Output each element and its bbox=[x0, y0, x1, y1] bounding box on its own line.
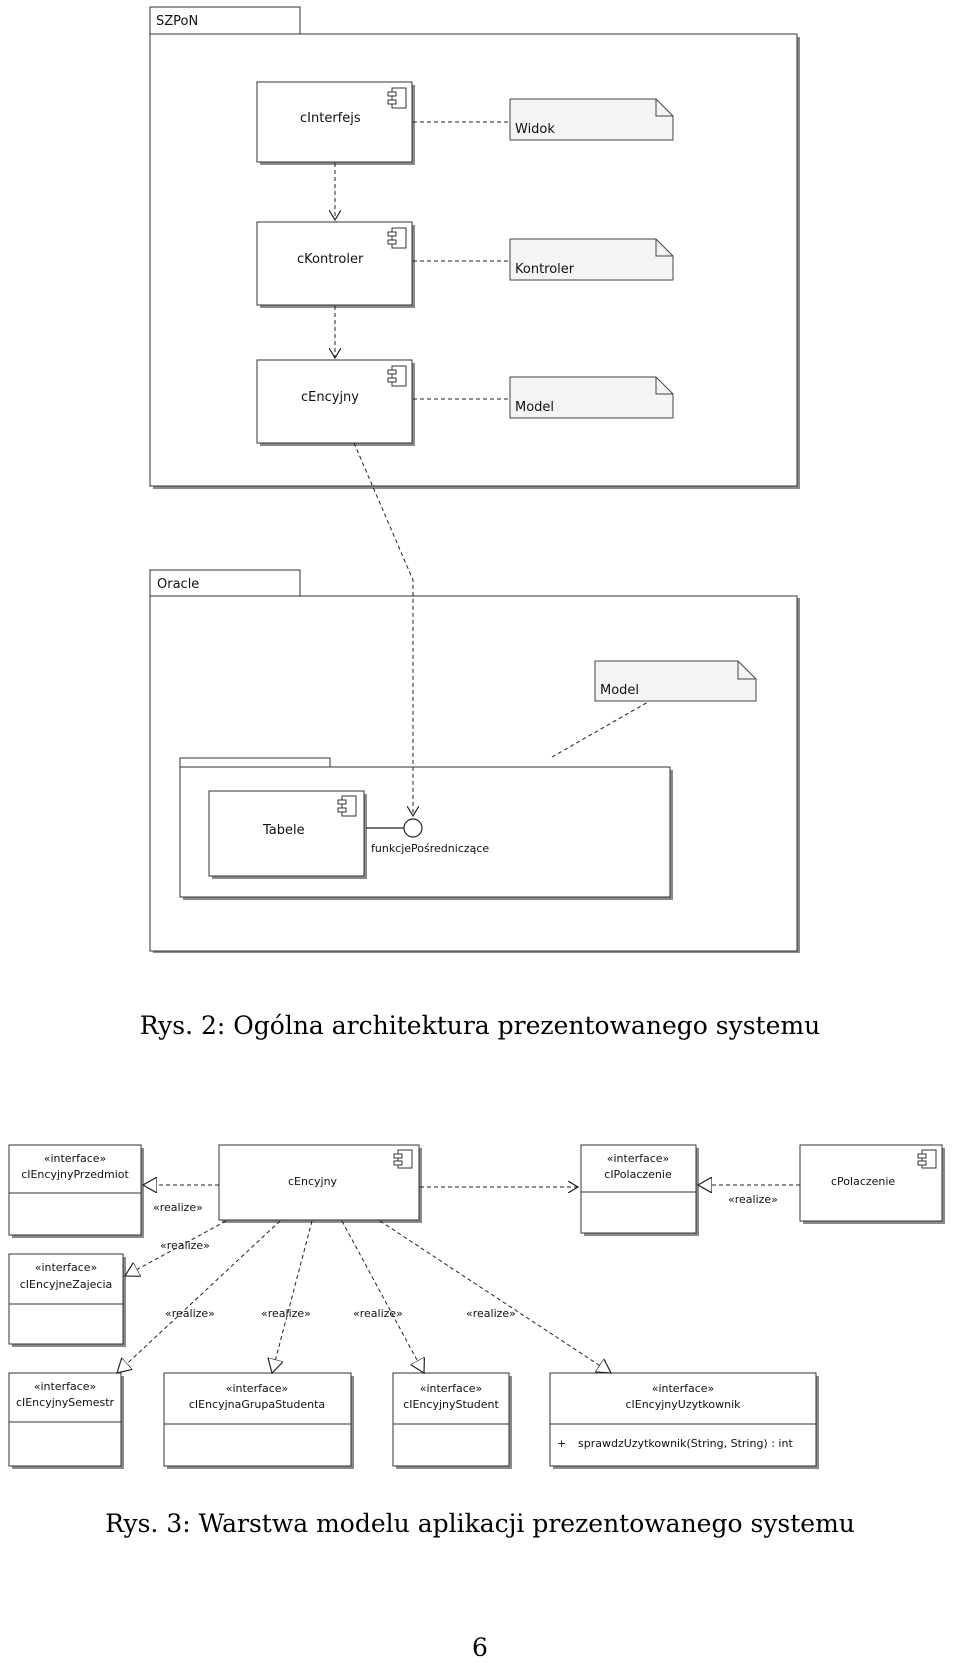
component-icon bbox=[387, 365, 407, 387]
realize-uzytkownik bbox=[379, 1220, 611, 1373]
operation-sprawdzuzytkownik: sprawdzUzytkownik(String, String) : int bbox=[578, 1437, 793, 1450]
note-widok: Widok bbox=[509, 98, 674, 141]
figure-2-class-diagram: cEncyjny cPolaczenie «interface» cIEncyj… bbox=[8, 1144, 945, 1469]
package-oracle-tab bbox=[149, 569, 301, 597]
interface-ciencyjnagrupastudenta: «interface» cIEncyjnaGrupaStudenta bbox=[163, 1372, 354, 1469]
class-cpolaczenie-label: cPolaczenie bbox=[831, 1175, 895, 1188]
figure-1-caption: Rys. 2: Ogólna architektura prezentowane… bbox=[139, 1011, 821, 1040]
realize-label-grupa: «realize» bbox=[261, 1307, 311, 1320]
component-cencyjny: cEncyjny bbox=[256, 359, 415, 446]
interface-ciencyjnyprzedmiot: «interface» cIEncyjnyPrzedmiot bbox=[8, 1144, 144, 1238]
package-oracle-label: Oracle bbox=[157, 577, 199, 592]
realize-student bbox=[341, 1220, 424, 1373]
stereotype-label: «interface» bbox=[35, 1261, 98, 1274]
component-icon bbox=[387, 227, 407, 249]
realize-label-student: «realize» bbox=[353, 1307, 403, 1320]
package-szpon: SZPoN bbox=[149, 6, 800, 489]
realize-label-semestr: «realize» bbox=[165, 1307, 215, 1320]
figure-1-component-diagram: SZPoN cInterfejs cKontroler bbox=[149, 6, 800, 953]
note-kontroler-text: Kontroler bbox=[515, 262, 575, 277]
realize-label-uzytkownik: «realize» bbox=[466, 1307, 516, 1320]
realize-label-zajecia: «realize» bbox=[160, 1239, 210, 1252]
stereotype-label: «interface» bbox=[226, 1382, 289, 1395]
realize-label-polaczenie: «realize» bbox=[728, 1193, 778, 1206]
component-ckontroler: cKontroler bbox=[256, 221, 415, 308]
interface-label: funkcjePośredniczące bbox=[371, 842, 489, 855]
interface-ciencyjnystudent: «interface» cIEncyjnyStudent bbox=[392, 1372, 512, 1469]
component-icon bbox=[337, 795, 357, 817]
component-icon bbox=[387, 87, 407, 109]
component-ckontroler-label: cKontroler bbox=[297, 252, 364, 267]
note-model-oracle: Model bbox=[594, 660, 757, 702]
component-cinterfejs: cInterfejs bbox=[256, 81, 415, 165]
interface-ciencyjnysemestr-label: cIEncyjnySemestr bbox=[16, 1396, 115, 1409]
note-model-top: Model bbox=[509, 376, 674, 419]
figure-2-caption: Rys. 3: Warstwa modelu aplikacji prezent… bbox=[105, 1509, 855, 1538]
stereotype-label: «interface» bbox=[34, 1380, 97, 1393]
note-model-oracle-text: Model bbox=[600, 683, 639, 698]
interface-cipolaczenie-label: cIPolaczenie bbox=[604, 1168, 672, 1181]
note-kontroler: Kontroler bbox=[509, 238, 674, 281]
interface-ciencyjnyuzytkownik: «interface» cIEncyjnyUzytkownik + sprawd… bbox=[549, 1372, 819, 1469]
interface-lollipop bbox=[403, 818, 423, 838]
class-cencyjny-label: cEncyjny bbox=[288, 1175, 338, 1188]
component-tabele: Tabele bbox=[208, 790, 367, 879]
realize-semestr bbox=[117, 1220, 281, 1373]
interface-cipolaczenie: «interface» cIPolaczenie bbox=[580, 1144, 699, 1236]
component-icon bbox=[917, 1149, 937, 1169]
interface-ciencyjnystudent-label: cIEncyjnyStudent bbox=[403, 1398, 499, 1411]
dependency-encyjny-interface bbox=[353, 442, 413, 816]
note-widok-text: Widok bbox=[515, 122, 555, 137]
component-cencyjny-label: cEncyjny bbox=[301, 390, 359, 405]
page-number: 6 bbox=[472, 1633, 488, 1662]
component-icon bbox=[393, 1149, 413, 1169]
package-szpon-label: SZPoN bbox=[156, 14, 198, 29]
package-szpon-body bbox=[149, 33, 798, 487]
stereotype-label: «interface» bbox=[44, 1152, 107, 1165]
interface-ciencyjnezajecia-label: cIEncyjneZajecia bbox=[20, 1278, 113, 1291]
interface-ciencyjnagrupastudenta-label: cIEncyjnaGrupaStudenta bbox=[189, 1398, 325, 1411]
component-tabele-label: Tabele bbox=[262, 823, 305, 838]
realize-label-przedmiot: «realize» bbox=[153, 1201, 203, 1214]
component-cinterfejs-label: cInterfejs bbox=[300, 111, 361, 126]
note-model-oracle-link bbox=[551, 701, 649, 758]
package-szpon-tab bbox=[149, 6, 301, 35]
class-cencyjny: cEncyjny bbox=[218, 1144, 422, 1223]
stereotype-label: «interface» bbox=[652, 1382, 715, 1395]
realize-zajecia bbox=[125, 1220, 227, 1276]
interface-ciencyjnezajecia: «interface» cIEncyjneZajecia bbox=[8, 1253, 126, 1347]
realize-grupa bbox=[272, 1220, 313, 1373]
stereotype-label: «interface» bbox=[607, 1152, 670, 1165]
note-model-top-text: Model bbox=[515, 400, 554, 415]
interface-ciencyjnyuzytkownik-label: cIEncyjnyUzytkownik bbox=[625, 1398, 741, 1411]
interface-ciencyjnyprzedmiot-label: cIEncyjnyPrzedmiot bbox=[21, 1168, 129, 1181]
operation-visibility: + bbox=[557, 1437, 566, 1450]
stereotype-label: «interface» bbox=[420, 1382, 483, 1395]
class-cpolaczenie: cPolaczenie bbox=[799, 1144, 945, 1224]
interface-ciencyjnysemestr: «interface» cIEncyjnySemestr bbox=[8, 1372, 124, 1469]
